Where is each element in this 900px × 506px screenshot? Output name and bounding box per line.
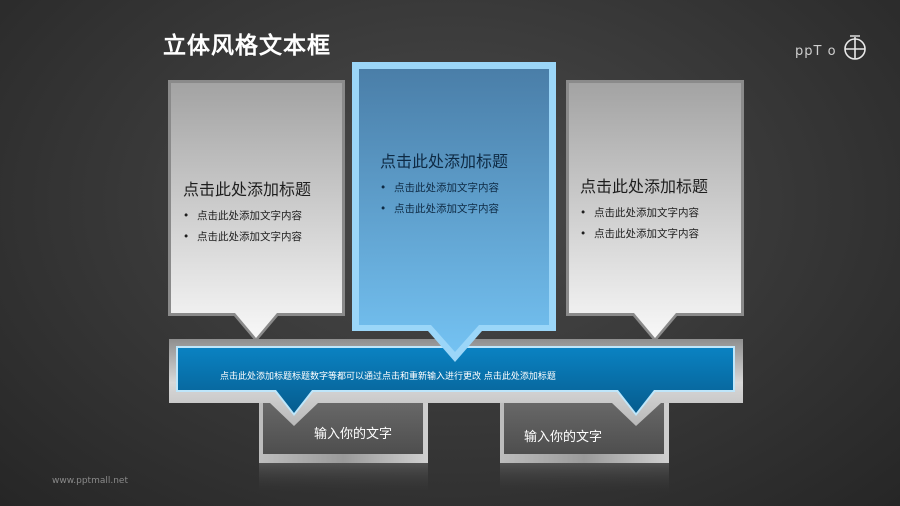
logo-icon: ppT o (795, 35, 866, 60)
banner-shape (169, 339, 743, 426)
sub-box-right-text[interactable]: 输入你的文字 (524, 430, 603, 445)
banner-text[interactable]: 点击此处添加标题标题数字等都可以通过点击和重新输入进行更改 点击此处添加标题 (220, 372, 556, 382)
sub-box-left-text[interactable]: 输入你的文字 (314, 427, 393, 442)
card-left[interactable]: 点击此处添加标题 点击此处添加文字内容 点击此处添加文字内容 (183, 176, 311, 248)
footer-url: www.pptmall.net (52, 476, 128, 486)
sub-box-right-shape (500, 395, 669, 493)
card-title[interactable]: 点击此处添加标题 (183, 180, 312, 199)
card-bullet-list: 点击此处添加文字内容 点击此处添加文字内容 (580, 203, 708, 245)
card-bullet[interactable]: 点击此处添加文字内容 (183, 206, 311, 227)
card-title[interactable]: 点击此处添加标题 (580, 177, 709, 196)
card-bullet-list: 点击此处添加文字内容 点击此处添加文字内容 (183, 206, 311, 248)
svg-text:ppT o: ppT o (795, 44, 837, 59)
card-center[interactable]: 点击此处添加标题 点击此处添加文字内容 点击此处添加文字内容 (380, 148, 508, 220)
card-right[interactable]: 点击此处添加标题 点击此处添加文字内容 点击此处添加文字内容 (580, 173, 708, 245)
card-bullet-list: 点击此处添加文字内容 点击此处添加文字内容 (380, 178, 508, 220)
card-bullet[interactable]: 点击此处添加文字内容 (380, 199, 508, 220)
card-bullet[interactable]: 点击此处添加文字内容 (580, 224, 708, 245)
card-bullet[interactable]: 点击此处添加文字内容 (183, 227, 311, 248)
card-bullet[interactable]: 点击此处添加文字内容 (380, 178, 508, 199)
card-bullet[interactable]: 点击此处添加文字内容 (580, 203, 708, 224)
card-title[interactable]: 点击此处添加标题 (380, 152, 509, 171)
ppt-logo: ppT o (795, 33, 875, 69)
slide-title: 立体风格文本框 (163, 33, 331, 59)
